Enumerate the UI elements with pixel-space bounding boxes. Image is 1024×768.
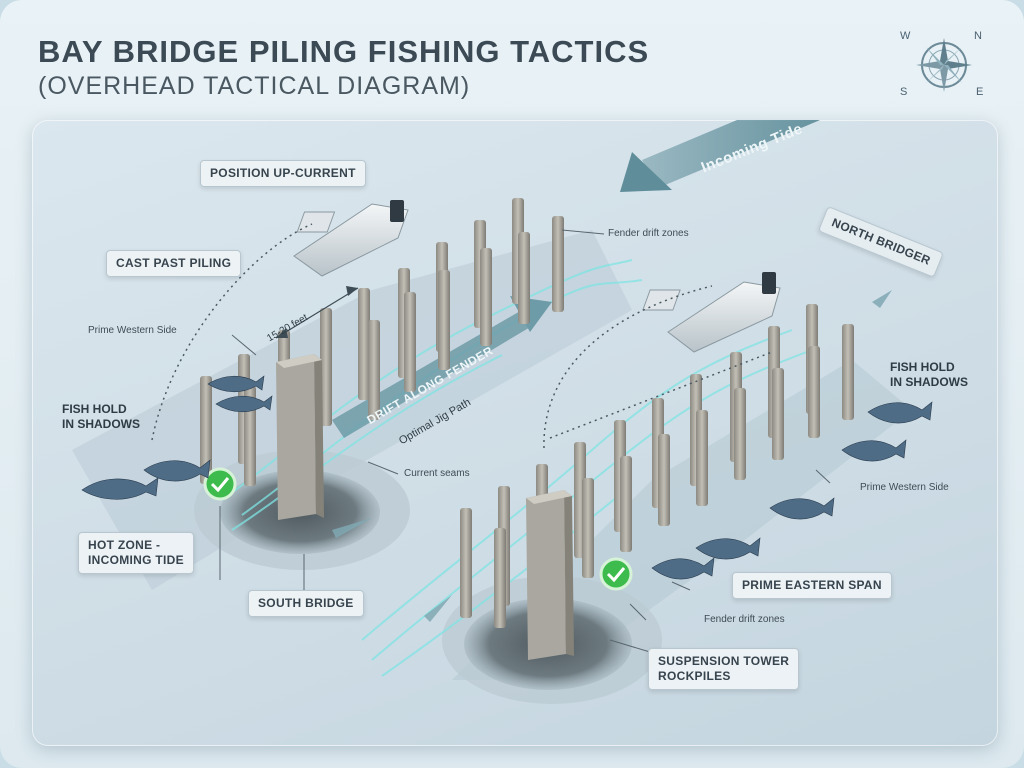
suspension-line-2: ROCKPILES <box>658 669 731 683</box>
fender-drift-top-label: Fender drift zones <box>608 228 689 239</box>
fish-hold-left-label: FISH HOLD IN SHADOWS <box>62 402 140 432</box>
compass-s: S <box>900 86 908 98</box>
fish-hold-right-line-1: FISH HOLD <box>890 360 955 374</box>
striped-bass-fish-icons <box>81 375 933 580</box>
prime-western-side-left-label: Prime Western Side <box>88 325 177 336</box>
compass-w: W <box>900 30 911 42</box>
fender-drift-bottom-label: Fender drift zones <box>704 614 785 625</box>
boat-left <box>293 200 409 277</box>
boat-right <box>642 272 781 353</box>
cast-line-right <box>543 285 713 449</box>
fish-hold-left-line-1: FISH HOLD <box>62 402 127 416</box>
fish-hold-right-label: FISH HOLD IN SHADOWS <box>890 360 968 390</box>
hot-zone-line-1: HOT ZONE - <box>88 538 161 552</box>
diagram-scene <box>72 120 933 704</box>
compass-n: N <box>974 30 982 42</box>
hot-zone-callout: HOT ZONE - INCOMING TIDE <box>78 532 194 574</box>
prime-eastern-span-callout: PRIME EASTERN SPAN <box>732 572 892 599</box>
compass-e: E <box>976 86 984 98</box>
south-bridge-tower <box>276 354 324 520</box>
north-bridge-tower <box>526 490 574 660</box>
prime-western-side-right-label: Prime Western Side <box>860 482 949 493</box>
compass-rose-icon: W N S E <box>896 30 992 100</box>
jig-line-right <box>549 351 773 439</box>
current-seams-label: Current seams <box>404 468 470 479</box>
incoming-tide-arrow <box>620 120 821 192</box>
position-up-current-callout: POSITION UP-CURRENT <box>200 160 366 187</box>
south-bridge-callout: SOUTH BRIDGE <box>248 590 364 617</box>
fish-hold-right-line-2: IN SHADOWS <box>890 375 968 389</box>
suspension-line-1: SUSPENSION TOWER <box>658 654 790 668</box>
hot-zone-line-2: INCOMING TIDE <box>88 553 184 567</box>
suspension-tower-callout: SUSPENSION TOWER ROCKPILES <box>648 648 800 690</box>
page-subtitle: (OVERHEAD TACTICAL DIAGRAM) <box>38 72 471 100</box>
cast-past-piling-callout: CAST PAST PILING <box>106 250 242 277</box>
page-title: BAY BRIDGE PILING FISHING TACTICS <box>38 34 650 69</box>
eastern-span-check-icon <box>599 557 633 591</box>
fish-hold-left-line-2: IN SHADOWS <box>62 417 140 431</box>
diagram-panel: Incoming Tide DRIFT ALONG FENDER Optimal… <box>32 120 998 746</box>
hot-zone-check-icon <box>203 467 237 501</box>
cast-line-left <box>151 223 313 441</box>
